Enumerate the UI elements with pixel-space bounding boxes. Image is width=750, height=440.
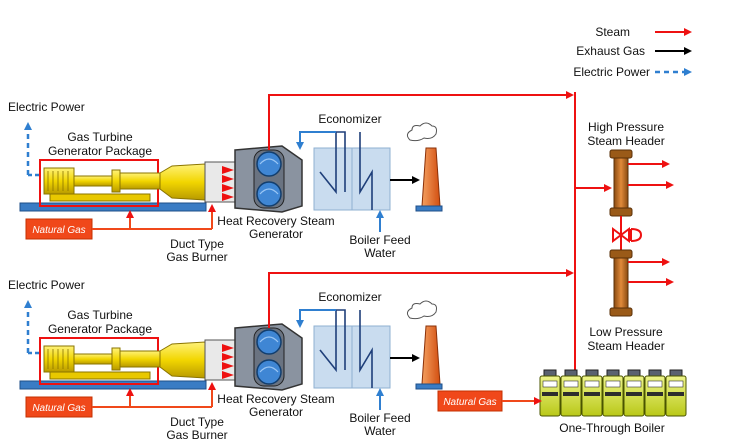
steam-line bbox=[268, 91, 574, 150]
boiler-unit bbox=[560, 369, 582, 417]
economizer-water-out bbox=[296, 309, 336, 328]
legend-exhaust-label: Exhaust Gas bbox=[576, 44, 645, 58]
generator-body bbox=[43, 345, 75, 373]
lp-header-label-line2: Steam Header bbox=[587, 339, 664, 353]
duct-burner bbox=[204, 339, 236, 381]
compressor bbox=[119, 172, 161, 190]
duct-burner-label-line2: Gas Burner bbox=[166, 250, 227, 264]
hrsg-label-line2: Generator bbox=[249, 227, 303, 241]
smoke-icon bbox=[406, 122, 437, 142]
one-through-boiler bbox=[539, 369, 687, 417]
boiler-label: One-Through Boiler bbox=[559, 421, 664, 435]
boiler-unit bbox=[665, 369, 687, 417]
natural-gas-label: Natural Gas bbox=[32, 225, 85, 236]
boiler-feed-label-line1: Boiler Feed bbox=[349, 233, 410, 247]
hp-steam-header bbox=[609, 149, 674, 217]
duct-burner-label-line1: Duct Type bbox=[170, 237, 224, 251]
package-label-line2: Generator Package bbox=[48, 144, 152, 158]
boiler-feed-label-line1: Boiler Feed bbox=[349, 411, 410, 425]
hp-header-label-line1: High Pressure bbox=[588, 120, 664, 134]
economizer-label: Economizer bbox=[318, 290, 381, 304]
package-label-line1: Gas Turbine bbox=[67, 308, 133, 322]
package-label-line2: Generator Package bbox=[48, 322, 152, 336]
hrsg-label-line2: Generator bbox=[249, 405, 303, 419]
reducing-valve bbox=[612, 216, 643, 250]
boiler-feed-label-line2: Water bbox=[364, 424, 396, 438]
boiler-unit bbox=[539, 369, 561, 417]
boiler-feed-label-line2: Water bbox=[364, 246, 396, 260]
hrsg-label-line1: Heat Recovery Steam bbox=[217, 392, 334, 406]
hrsg-drum-bottom bbox=[256, 359, 282, 385]
package-label-line1: Gas Turbine bbox=[67, 130, 133, 144]
generator-body bbox=[43, 167, 75, 195]
hp-header-label-line2: Steam Header bbox=[587, 134, 664, 148]
electric-power-label: Electric Power bbox=[8, 100, 85, 114]
turbine-shaft bbox=[73, 353, 115, 365]
lp-steam-header bbox=[609, 249, 674, 317]
legend-electric-label: Electric Power bbox=[573, 65, 650, 79]
boiler-natural-gas-label: Natural Gas bbox=[443, 397, 496, 408]
electric-power-label: Electric Power bbox=[8, 278, 85, 292]
lp-header-label-line1: Low Pressure bbox=[589, 325, 663, 339]
steam-line bbox=[268, 269, 574, 328]
hrsg-drum-top bbox=[256, 329, 282, 355]
legend-steam-label: Steam bbox=[595, 25, 630, 39]
duct-burner-label-line2: Gas Burner bbox=[166, 428, 227, 440]
boiler-unit bbox=[644, 369, 666, 417]
turbine-diffuser bbox=[159, 341, 206, 379]
duct-burner-label-line1: Duct Type bbox=[170, 415, 224, 429]
boiler-unit bbox=[623, 369, 645, 417]
boiler-unit bbox=[581, 369, 603, 417]
economizer-label: Economizer bbox=[318, 112, 381, 126]
economizer-water-out bbox=[296, 131, 336, 150]
hrsg-label-line1: Heat Recovery Steam bbox=[217, 214, 334, 228]
boiler-unit bbox=[602, 369, 624, 417]
legend: Steam Exhaust Gas Electric Power bbox=[573, 25, 692, 79]
exhaust-stack bbox=[421, 325, 441, 385]
compressor bbox=[119, 350, 161, 368]
exhaust-stack bbox=[421, 147, 441, 207]
hrsg-drum-top bbox=[256, 151, 282, 177]
smoke-icon bbox=[406, 300, 437, 320]
natural-gas-label: Natural Gas bbox=[32, 403, 85, 414]
turbine-shaft bbox=[73, 175, 115, 187]
turbine-diffuser bbox=[159, 163, 206, 201]
hrsg-drum-bottom bbox=[256, 181, 282, 207]
